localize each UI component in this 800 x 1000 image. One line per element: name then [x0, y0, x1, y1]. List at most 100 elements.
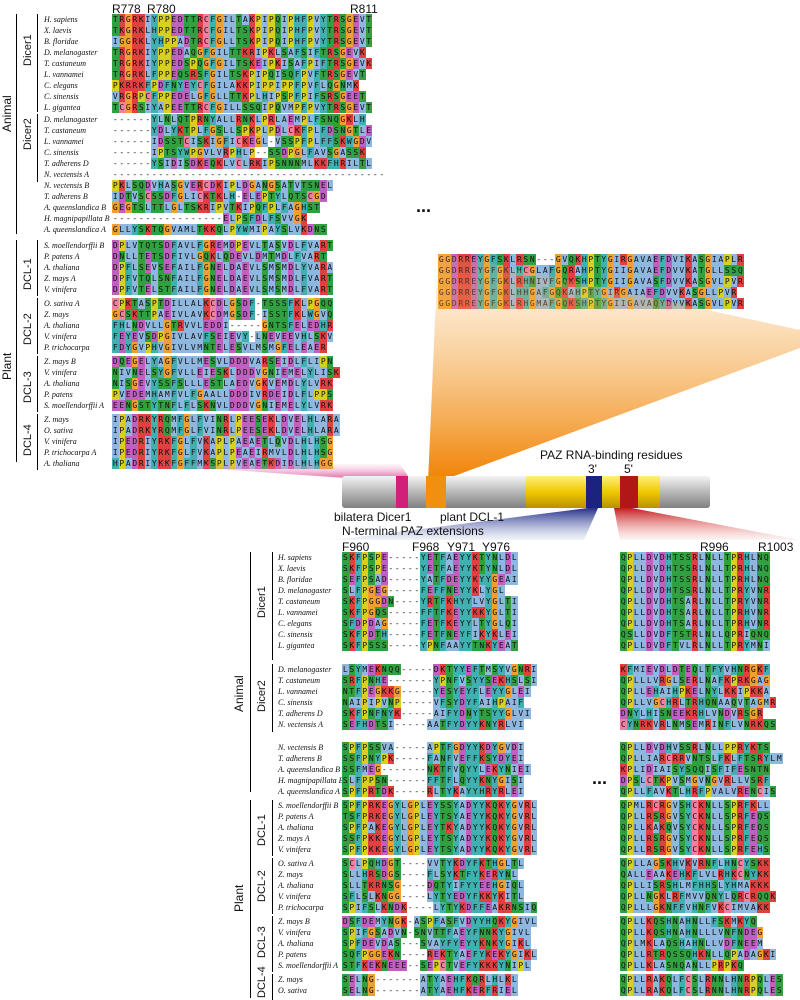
species-name: T. castaneum	[44, 126, 87, 135]
species-name: A. thaliana	[278, 823, 314, 832]
kingdom-bracket-plant	[16, 240, 17, 462]
species-name: T. castaneum	[278, 676, 321, 685]
dcl1-extension-label: plant DCL-1	[440, 510, 505, 524]
sequence-row: ----------------------------------------…	[112, 170, 385, 179]
alignment-ellipsis: ...	[592, 768, 608, 788]
species-name: H. sapiens	[44, 15, 78, 24]
residue-label: R811	[350, 2, 378, 16]
species-name: X. laevis	[44, 26, 72, 35]
species-name: X. laevis	[278, 564, 306, 573]
group-bracket	[37, 114, 38, 182]
alignment-ellipsis: ...	[416, 196, 432, 216]
species-name: O. sativa	[278, 986, 307, 995]
group-bracket	[272, 800, 273, 856]
dicer1-extension-block	[396, 476, 408, 508]
species-name: Z. mays	[278, 870, 303, 879]
species-name: A. thaliana	[278, 939, 314, 948]
species-name: Z. mays	[278, 975, 303, 984]
species-name: D. melanogaster	[278, 665, 332, 674]
species-name: C. elegans	[278, 619, 312, 628]
three-prime-wedge	[334, 508, 598, 540]
residue-label: F960	[342, 540, 370, 554]
group-bracket	[37, 298, 38, 354]
group-label-dcl3: DCL-3	[256, 926, 268, 958]
species-name: V. vinifera	[278, 845, 311, 854]
dcl1-extension-wedge	[428, 252, 800, 482]
residue-label: Y976	[482, 540, 511, 554]
species-name: Z. mays	[44, 415, 69, 424]
species-name: S. moellendorffii A	[44, 401, 105, 410]
group-label-dicer2: Dicer2	[256, 680, 268, 712]
species-name: A. queenslandica A	[44, 225, 106, 234]
species-name: S. moellendorffii B	[44, 241, 105, 250]
five-prime-wedge	[614, 508, 800, 540]
species-name: P. patens A	[278, 812, 314, 821]
species-name: L. vannamei	[44, 137, 84, 146]
species-name: B. floridae	[44, 37, 79, 46]
species-name: O. sativa A	[44, 299, 80, 308]
species-name: T. adherens B	[278, 754, 322, 763]
species-name: P. trichocarpa A	[44, 448, 97, 457]
species-name: L. vannamei	[278, 687, 318, 696]
species-name: S. moellendorffii A	[278, 961, 339, 970]
species-name: P. patens A	[44, 252, 80, 261]
species-name: B. floridae	[278, 575, 313, 584]
species-name: Z. mays B	[44, 357, 76, 366]
nterm-extension-label: N-terminal PAZ extensions	[342, 524, 484, 538]
species-name: A. thaliana	[44, 459, 80, 468]
residue-label: R1003	[758, 540, 794, 554]
group-label-dicer1: Dicer1	[256, 586, 268, 618]
group-bracket	[37, 356, 38, 412]
species-name: N. vectensis A	[44, 170, 89, 179]
species-name: Z. mays A	[44, 274, 76, 283]
species-name: L. gigantea	[278, 641, 315, 650]
species-name: T. castaneum	[44, 59, 87, 68]
group-bracket	[272, 974, 273, 1000]
kingdom-bracket-animal	[250, 552, 251, 792]
group-bracket	[37, 240, 38, 296]
species-name: V. vinifera	[278, 928, 311, 937]
species-name: Z. mays B	[278, 917, 310, 926]
species-name: L. gigantea	[44, 103, 81, 112]
species-name: O. sativa	[44, 426, 73, 435]
species-name: D. melanogaster	[278, 586, 332, 595]
species-name: C. sinensis	[44, 148, 79, 157]
paz-title: PAZ RNA-binding residues	[540, 448, 683, 462]
